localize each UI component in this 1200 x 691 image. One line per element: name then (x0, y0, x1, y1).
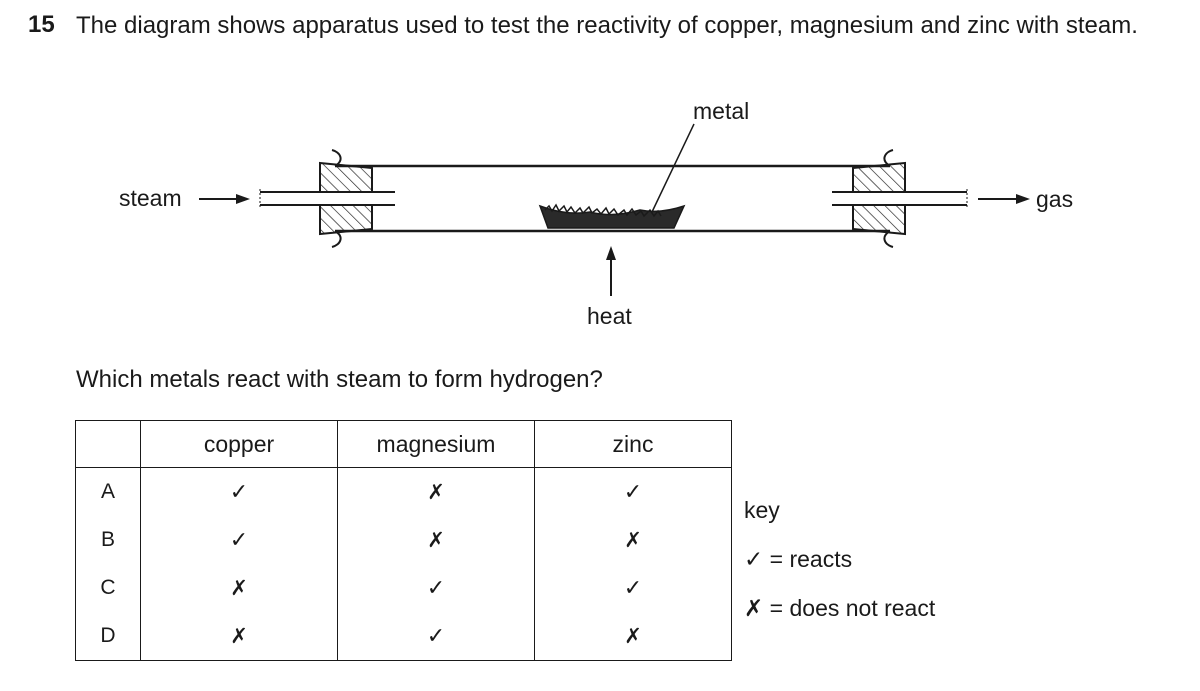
steam-arrow (199, 194, 250, 204)
magnesium-mark: ✓ (337, 564, 535, 612)
copper-mark: ✓ (140, 467, 338, 516)
heat-label: heat (587, 303, 632, 329)
question-prompt: Which metals react with steam to form hy… (76, 366, 603, 393)
table-row: A ✓ ✗ ✓ (75, 467, 732, 516)
copper-mark: ✗ (140, 564, 338, 612)
option-label: B (75, 516, 141, 564)
table-row: D ✗ ✓ ✗ (75, 612, 732, 661)
question-number: 15 (28, 11, 55, 38)
option-label: C (75, 564, 141, 612)
right-stopper (832, 161, 968, 236)
key-reacts: ✓ = reacts (744, 546, 853, 572)
option-label: A (75, 467, 141, 516)
answer-table: copper magnesium zinc A ✓ ✗ ✓ B ✓ ✗ ✗ C … (75, 420, 732, 661)
zinc-mark: ✓ (534, 467, 732, 516)
left-stopper (259, 161, 395, 236)
magnesium-mark: ✓ (337, 612, 535, 661)
magnesium-mark: ✗ (337, 467, 535, 516)
gas-label: gas (1036, 186, 1073, 212)
key-title: key (744, 497, 780, 523)
metal-leader-line (651, 123, 695, 213)
header-magnesium: magnesium (337, 420, 535, 468)
zinc-mark: ✗ (534, 612, 732, 661)
copper-mark: ✓ (140, 516, 338, 564)
apparatus-diagram: steam gas metal heat (119, 98, 1073, 329)
zinc-mark: ✓ (534, 564, 732, 612)
metal-label: metal (693, 98, 749, 124)
question-text: The diagram shows apparatus used to test… (76, 12, 1138, 39)
heat-arrow (606, 246, 616, 296)
key-not-react: ✗ = does not react (744, 595, 936, 621)
table-row: C ✗ ✓ ✓ (75, 564, 732, 612)
steam-label: steam (119, 185, 182, 211)
header-zinc: zinc (534, 420, 732, 468)
magnesium-mark: ✗ (337, 516, 535, 564)
metal-sample (538, 203, 686, 229)
copper-mark: ✗ (140, 612, 338, 661)
key-legend: key ✓ = reacts ✗ = does not react (744, 486, 935, 633)
table-header-row: copper magnesium zinc (75, 420, 732, 468)
header-blank (75, 420, 141, 468)
gas-arrow (978, 194, 1030, 204)
table-row: B ✓ ✗ ✗ (75, 516, 732, 564)
zinc-mark: ✗ (534, 516, 732, 564)
combustion-tube (331, 149, 894, 248)
option-label: D (75, 612, 141, 661)
header-copper: copper (140, 420, 338, 468)
